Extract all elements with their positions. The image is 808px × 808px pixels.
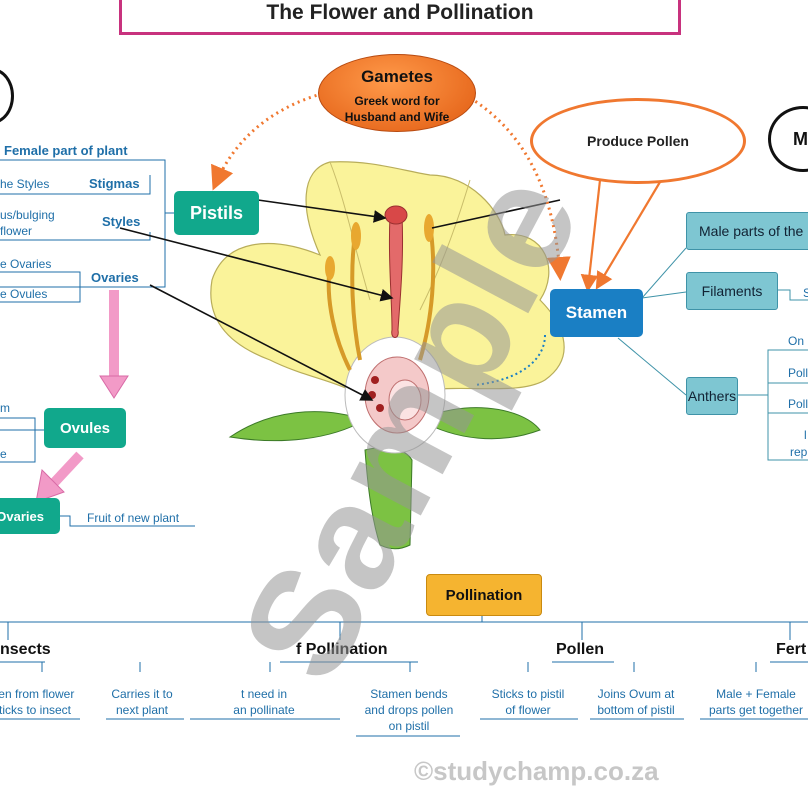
gametes-subtitle-2: Husband and Wife xyxy=(344,110,450,124)
stigmas-label: Stigmas xyxy=(89,176,140,191)
page-title: The Flower and Pollination xyxy=(119,0,681,35)
pink-arrow xyxy=(35,290,129,503)
gametes-title: Gametes xyxy=(361,67,433,86)
ovules-node: Ovules xyxy=(44,408,126,448)
ovaries-label: Ovaries xyxy=(91,270,139,285)
ovaries-node: Ovaries xyxy=(0,498,60,534)
pollen-item-2: Joins Ovum at bottom of pistil xyxy=(597,687,675,717)
gametes-bubble: Gametes Greek word for Husband and Wife xyxy=(318,54,476,132)
stigmas-description: he Styles xyxy=(0,177,50,191)
fertilisation-item-1: Male + Female parts get together xyxy=(708,687,804,717)
female-part-header: Female part of plant xyxy=(4,143,128,158)
types-item-2: Stamen bends and drops pollen on pistil xyxy=(364,687,454,733)
insects-item-1: len from flower ticks to insect xyxy=(0,687,75,717)
anthers-description-4a: l xyxy=(804,428,807,442)
ovaries-description-1: e Ovaries xyxy=(0,257,52,271)
branch-types-of-pollination: f Pollination xyxy=(296,641,388,658)
produce-pollen-bubble: Produce Pollen xyxy=(530,98,746,184)
ovaries-description-2: e Ovules xyxy=(0,287,48,301)
ovules-description-2: e xyxy=(0,447,7,461)
anthers-description-4b: rep xyxy=(790,445,808,459)
branch-insects: nsects xyxy=(0,641,51,658)
pollen-item-1: Sticks to pistil of flower xyxy=(491,687,565,717)
anthers-description-3: Poll xyxy=(788,397,808,411)
anthers-description-1: On xyxy=(788,334,805,348)
fruit-label: Fruit of new plant xyxy=(87,511,180,525)
anthers-description-2: Poll xyxy=(788,366,808,380)
gametes-subtitle-1: Greek word for xyxy=(354,94,440,108)
filaments-node: Filaments xyxy=(686,272,778,310)
types-item-1: t need in an pollinate xyxy=(233,687,295,717)
anthers-label: Anthers xyxy=(687,388,737,404)
male-parts-node: Male parts of the xyxy=(686,212,808,250)
styles-description-1: us/bulging xyxy=(0,208,55,222)
branch-pollen: Pollen xyxy=(556,641,605,658)
ovules-description-1: m xyxy=(0,401,10,415)
styles-label: Styles xyxy=(102,214,141,229)
anthers-node: Anthers xyxy=(686,377,738,415)
pistils-node: Pistils xyxy=(174,191,259,235)
branch-fertilisation: Fert xyxy=(776,641,807,658)
filaments-description: S xyxy=(803,286,808,300)
stamen-node: Stamen xyxy=(550,289,643,337)
pollination-node: Pollination xyxy=(426,574,542,616)
insects-item-2: Carries it to next plant xyxy=(111,687,173,717)
styles-description-2: flower xyxy=(0,224,33,238)
copyright-watermark: ©studychamp.co.za xyxy=(414,756,659,786)
